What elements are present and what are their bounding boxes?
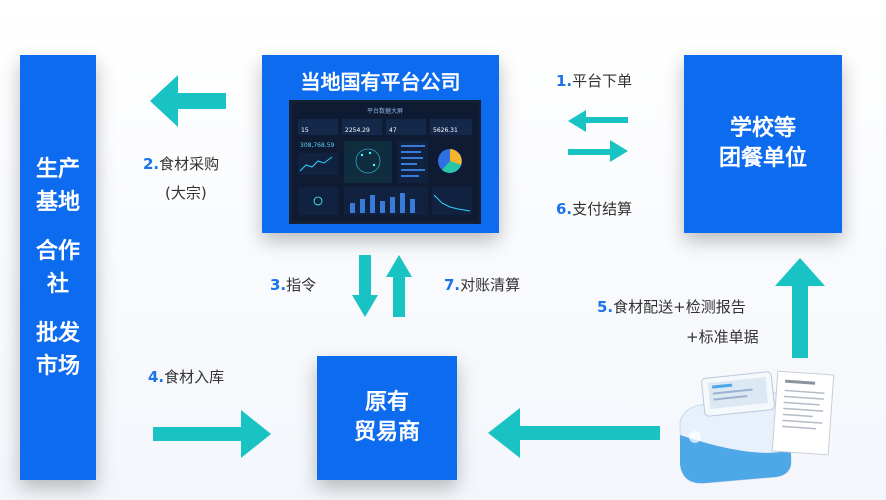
kpi-3: 47 bbox=[389, 127, 397, 134]
base-line-4: 社 bbox=[46, 271, 69, 297]
dashboard-screenshot: 平台数据大屏 15 2254.29 47 5626.31 308,768.59 bbox=[289, 100, 481, 224]
base-line-1: 生产 bbox=[35, 156, 80, 182]
trader-box: 原有 贸易商 bbox=[317, 356, 457, 480]
edge-label-6: 6.支付结算 bbox=[556, 200, 633, 218]
edge-label-1: 1.平台下单 bbox=[556, 72, 633, 90]
edge-label-5: 5.食材配送+检测报告 bbox=[597, 298, 746, 316]
base-line-2: 基地 bbox=[35, 189, 80, 215]
edge-label-7: 7.对账清算 bbox=[444, 276, 521, 294]
platform-title: 当地国有平台公司 bbox=[300, 70, 461, 94]
arrow-base-to-trader bbox=[153, 410, 271, 458]
trader-line-1: 原有 bbox=[364, 390, 409, 416]
arrow-school-to-platform bbox=[568, 110, 628, 132]
kpi-1: 15 bbox=[301, 127, 309, 134]
arrow-lab-to-school bbox=[775, 258, 825, 358]
edge-label-3: 3.指令 bbox=[270, 276, 317, 294]
kpi-big: 308,768.59 bbox=[300, 142, 335, 149]
dashboard-title: 平台数据大屏 bbox=[367, 107, 403, 115]
lab-device-illustration bbox=[679, 370, 835, 484]
arrow-lab-to-trader bbox=[488, 408, 660, 458]
base-line-5: 批发 bbox=[35, 320, 80, 346]
edge-label-4: 4.食材入库 bbox=[148, 368, 225, 386]
edge-label-2: 2.食材采购 bbox=[143, 155, 220, 173]
kpi-2: 2254.29 bbox=[345, 127, 370, 134]
edge-label-5-sub: +标准单据 bbox=[686, 328, 759, 346]
production-base-box: 生产 基地 合作 社 批发 市场 bbox=[20, 55, 96, 480]
school-line-2: 团餐单位 bbox=[718, 146, 807, 171]
edge-label-2-sub: (大宗) bbox=[165, 184, 207, 202]
kpi-4: 5626.31 bbox=[433, 127, 458, 134]
base-line-3: 合作 bbox=[35, 238, 80, 264]
arrow-trader-to-platform bbox=[386, 255, 412, 317]
school-unit-box: 学校等 团餐单位 bbox=[684, 55, 842, 233]
base-line-6: 市场 bbox=[35, 353, 80, 379]
school-line-1: 学校等 bbox=[729, 116, 796, 142]
trader-line-2: 贸易商 bbox=[353, 420, 420, 445]
arrow-platform-to-base bbox=[150, 75, 226, 127]
arrow-platform-to-trader bbox=[352, 255, 378, 317]
arrow-platform-to-school bbox=[568, 140, 628, 162]
